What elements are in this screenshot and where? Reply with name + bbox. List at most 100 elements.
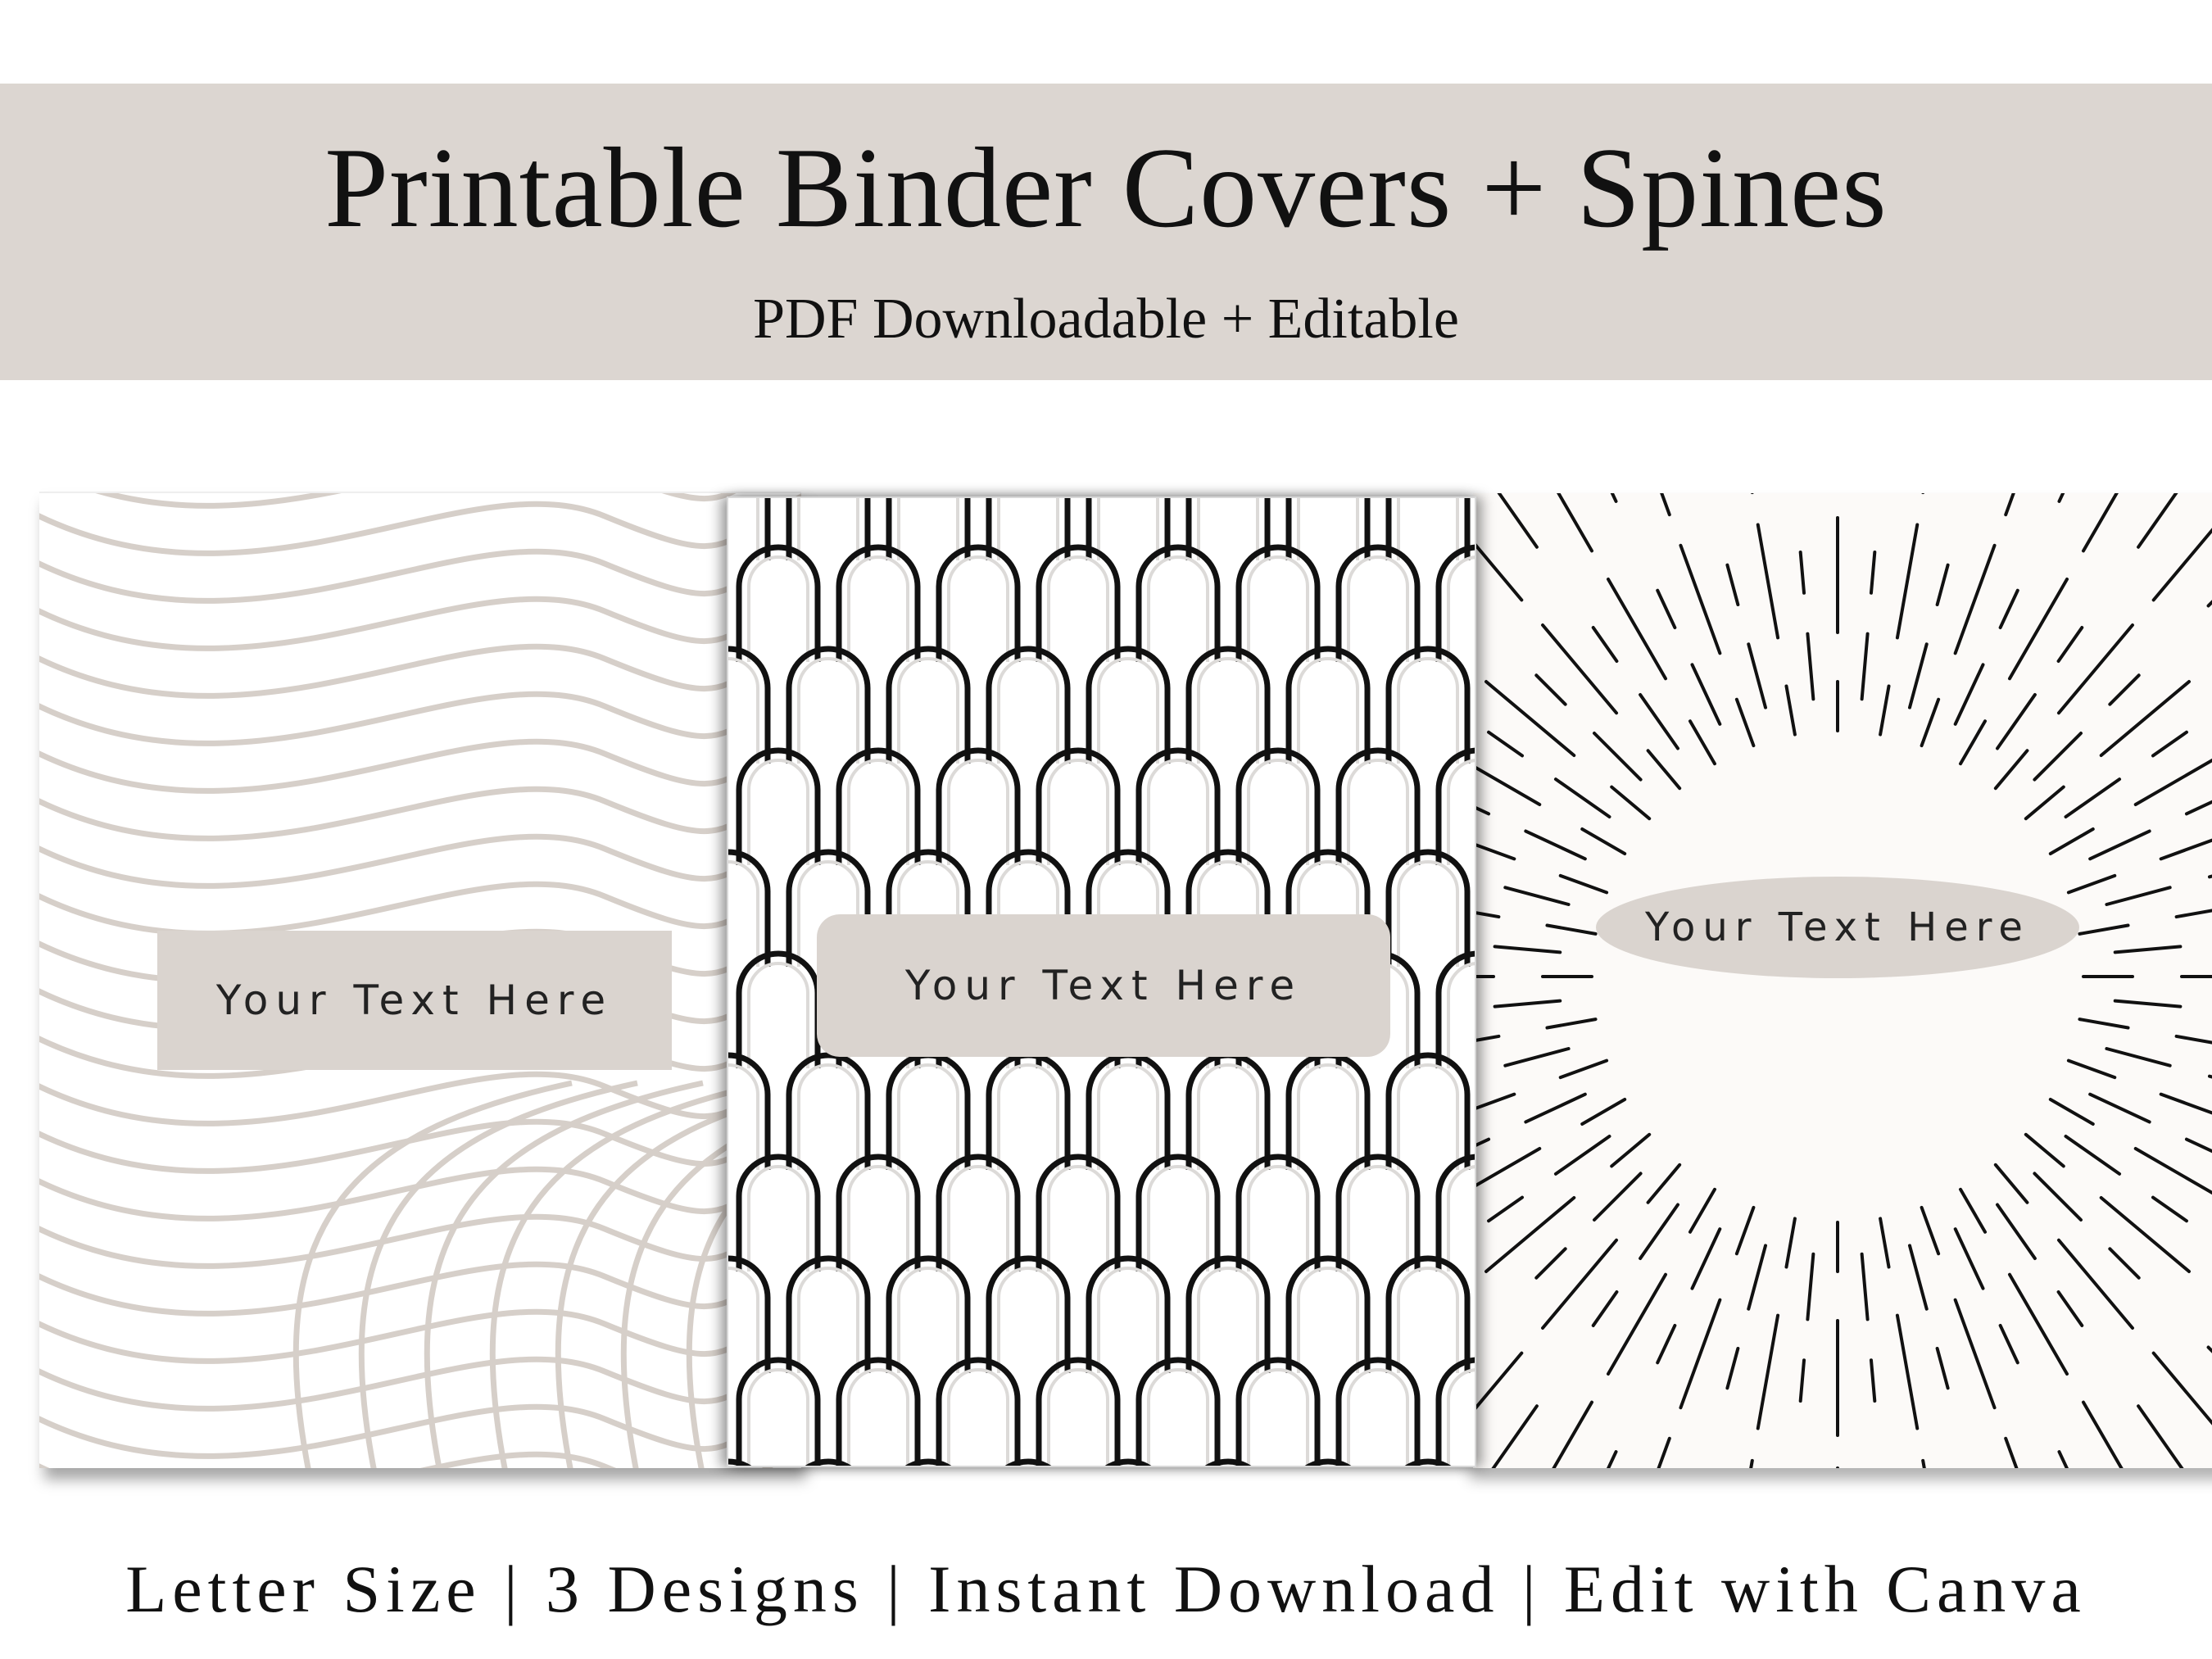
sunburst-ray <box>1493 999 1562 1009</box>
arch-outline <box>836 1357 921 1466</box>
arch-outline <box>736 1357 821 1466</box>
arch-outline <box>836 1154 921 1271</box>
sunburst-ray <box>1656 588 1677 630</box>
sunburst-ray <box>2099 1195 2191 1273</box>
arch-inner <box>797 1267 859 1373</box>
wave-line <box>39 588 801 651</box>
sunburst-ray <box>2048 1098 2095 1126</box>
arch-inner <box>897 1267 959 1373</box>
wave-line <box>39 826 801 889</box>
sunburst-ray <box>2151 1351 2212 1426</box>
sunburst-ray <box>1610 493 1618 503</box>
arch-inner <box>1397 860 1459 967</box>
sunburst-ray <box>1879 1217 1891 1269</box>
sunburst-ray <box>2078 923 2130 936</box>
sunburst-ray <box>2004 1436 2019 1468</box>
sunburst-ray <box>1610 1132 1652 1168</box>
arch-inner <box>1397 1267 1459 1373</box>
sunburst-ray <box>2064 777 2122 818</box>
sunburst-ray <box>1657 1436 1671 1468</box>
wave-line <box>292 1080 573 1468</box>
sunburst-ray <box>2008 1272 2069 1376</box>
arch-inner <box>1397 657 1459 764</box>
arch-inner <box>897 860 959 967</box>
arch-outline <box>786 1052 871 1170</box>
arch-outline <box>1135 1357 1221 1466</box>
sunburst-ray <box>1798 550 1806 595</box>
sunburst-ray <box>2056 623 2134 715</box>
arch-inner <box>1247 759 1309 865</box>
wave-line <box>620 1108 801 1468</box>
sunburst-ray <box>1895 523 1920 640</box>
sunburst-ray <box>1591 1290 1619 1327</box>
sunburst-ray <box>2082 493 2119 553</box>
arch-outline <box>904 1458 952 1466</box>
sunburst-ray <box>1688 719 1716 766</box>
sunburst-ray <box>1558 873 1609 895</box>
sunburst-ray <box>1806 1252 1815 1321</box>
sunburst-ray <box>1993 749 2029 791</box>
arch-inner <box>1047 1368 1109 1466</box>
sunburst-pattern <box>1473 493 2212 1468</box>
arch-outline <box>1435 1154 1475 1271</box>
sunburst-ray <box>1545 1018 1598 1030</box>
arch-outline <box>1285 1052 1371 1170</box>
arch-inner <box>1097 657 1159 764</box>
arch-inner <box>1197 1267 1259 1373</box>
sunburst-ray <box>1869 1358 1877 1403</box>
sunburst-ray <box>2151 1195 2188 1223</box>
sunburst-ray <box>1953 663 1985 726</box>
arch-outline <box>1435 950 1475 1068</box>
arch-inner <box>847 555 909 662</box>
sunburst-ray <box>1558 1058 1609 1080</box>
sunburst-ray <box>1860 632 1870 701</box>
sunburst-ray <box>1688 1187 1716 1234</box>
arch-outline <box>1285 849 1371 967</box>
arch-inner <box>747 555 809 662</box>
arch-inner <box>1297 1063 1359 1170</box>
sunburst-ray <box>1747 642 1768 709</box>
sunburst-ray <box>1756 1313 1780 1430</box>
arch-outline <box>1185 849 1271 967</box>
sunburst-ray <box>2151 528 2212 602</box>
arch-inner <box>1147 1368 1209 1466</box>
sunburst-ray <box>1734 697 1756 748</box>
arch-inner <box>1297 1267 1359 1373</box>
arch-inner <box>1147 759 1209 865</box>
arch-outline <box>786 1255 871 1373</box>
arch-outline <box>1036 1154 1121 1271</box>
sunburst-ray <box>1473 539 1524 602</box>
arch-outline <box>736 544 821 662</box>
sunburst-ray <box>1473 841 1516 861</box>
sunburst-ray <box>1541 623 1619 715</box>
sunburst-ray <box>2159 1092 2212 1115</box>
sunburst-ray <box>1487 1195 1524 1223</box>
arch-inner <box>747 1368 809 1466</box>
wave-line <box>39 541 801 604</box>
sunburst-ray <box>1879 684 1891 737</box>
arch-inner <box>1297 860 1359 967</box>
arch-inner <box>1397 498 1459 560</box>
arch-inner <box>1397 1063 1459 1170</box>
arch-inner <box>1097 498 1159 560</box>
sunburst-ray <box>1557 493 1593 553</box>
sunburst-ray <box>1725 1346 1740 1390</box>
arch-outline <box>886 646 971 764</box>
sunburst-ray <box>1473 764 1542 806</box>
arch-inner <box>1447 1368 1475 1466</box>
sunburst-ray <box>1935 1346 1950 1390</box>
arch-outline <box>1285 1255 1371 1373</box>
sunburst-ray <box>1487 730 1524 758</box>
sunburst-ray <box>1998 588 2019 630</box>
arch-inner <box>797 498 859 560</box>
page-subtitle: PDF Downloadable + Editable <box>753 288 1459 351</box>
sunburst-ray <box>1690 1227 1722 1290</box>
arch-inner <box>847 1368 909 1466</box>
sunburst-ray <box>1497 493 1539 549</box>
arch-outline <box>836 747 921 865</box>
arch-outline <box>936 1154 1021 1271</box>
arch-outline <box>786 646 871 764</box>
arch-inner <box>1097 1267 1159 1373</box>
sunburst-ray <box>2033 732 2083 782</box>
arch-inner <box>947 1165 1009 1271</box>
